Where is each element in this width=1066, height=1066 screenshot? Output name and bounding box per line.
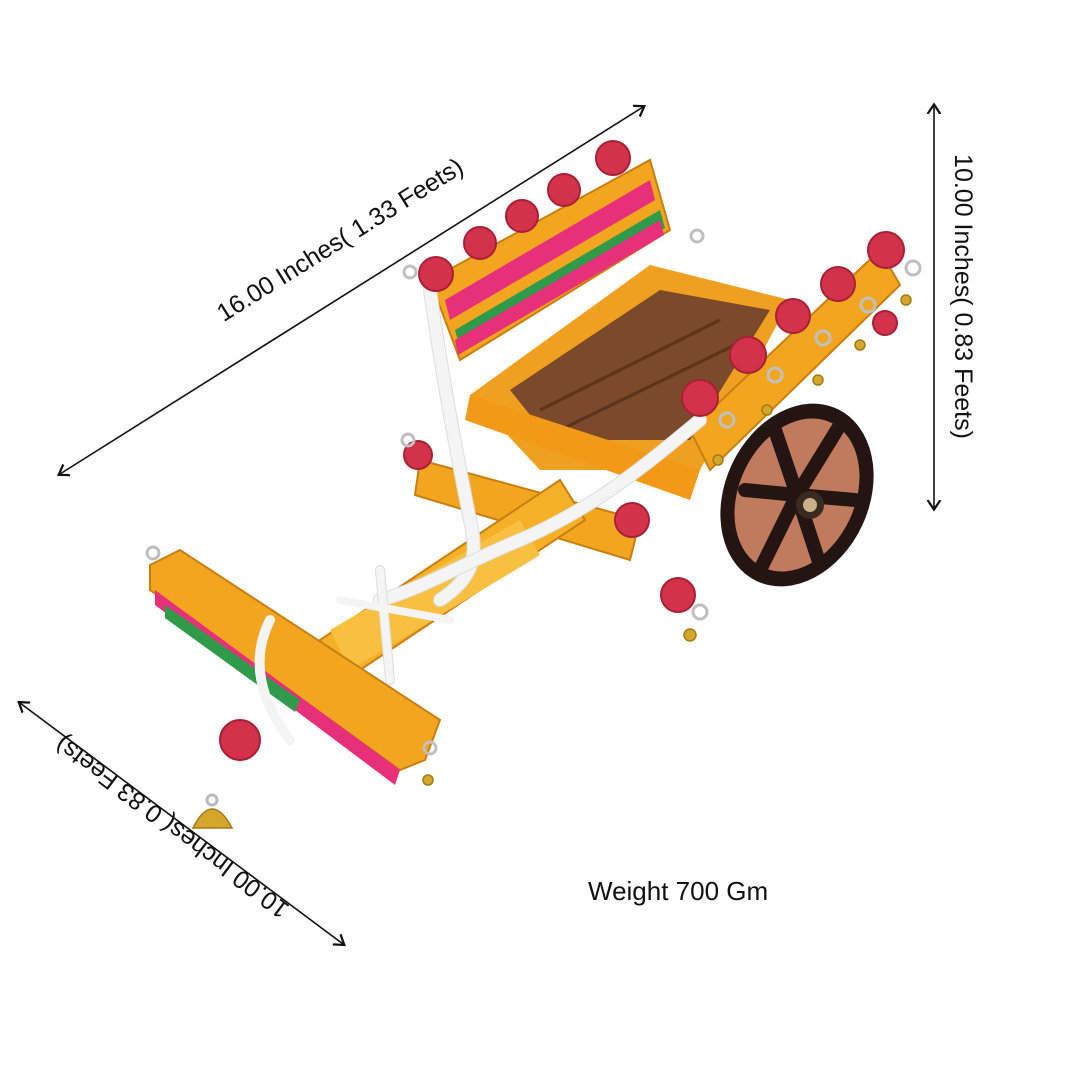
length-dimension-line	[60, 107, 643, 474]
width-dimension-line	[20, 703, 343, 944]
height-dimension-label: 10.00 Inches( 0.83 Feets)	[948, 154, 977, 439]
red-knobs	[219, 140, 905, 761]
hooks	[145, 228, 922, 756]
bells	[191, 294, 912, 829]
draw-pole	[318, 458, 642, 682]
tassel-row-back	[445, 180, 665, 355]
yoke-bar	[149, 548, 442, 785]
weight-label: Weight 700 Gm	[588, 876, 769, 906]
cart-wheel	[720, 403, 874, 587]
ropes	[254, 283, 707, 745]
